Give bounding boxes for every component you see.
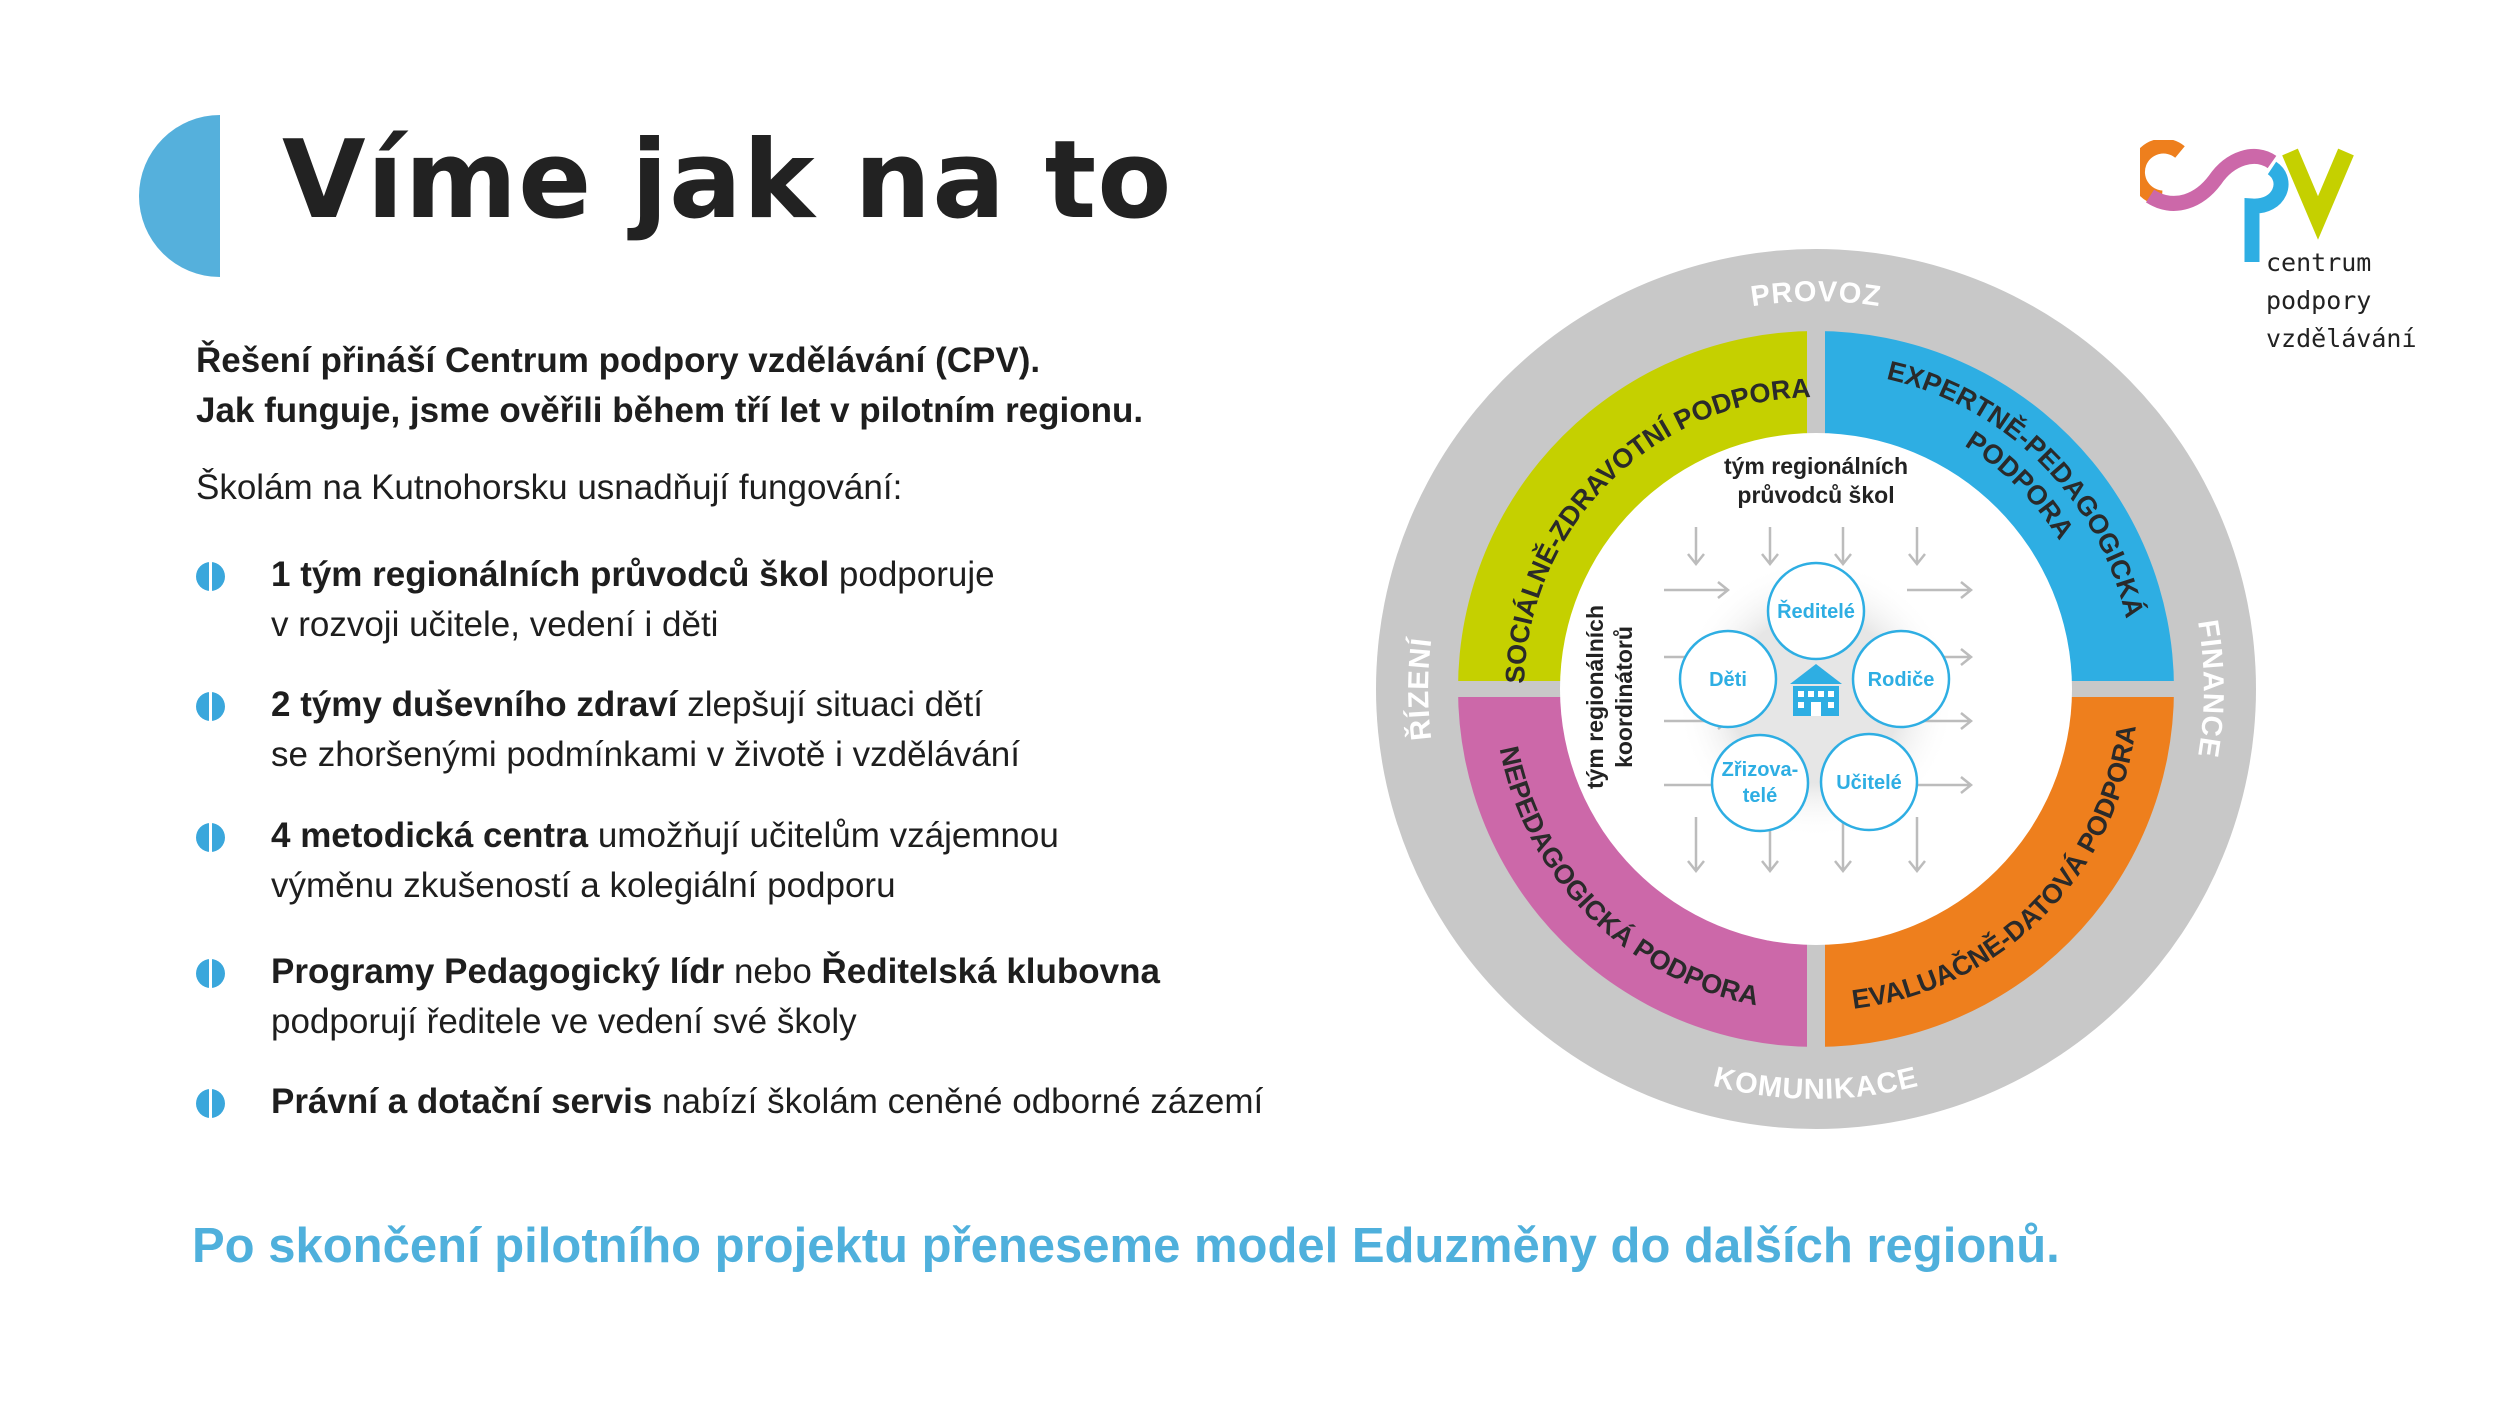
node-rodice xyxy=(1851,629,1951,729)
arrow-icon xyxy=(1908,527,1926,567)
ring-label-provoz: PROVOZ xyxy=(1749,276,1884,313)
node-label: Učitelé xyxy=(1836,772,1902,794)
arrow-icon xyxy=(1834,817,1852,874)
bullet-text: umožňují učitelům vzájemnou xyxy=(588,816,1059,855)
footer-statement: Po skončení pilotního projektu přeneseme… xyxy=(192,1219,2060,1273)
bullet-text: v rozvoji učitele, vedení i děti xyxy=(271,605,719,644)
arrow-icon xyxy=(1907,581,1974,599)
logo-line: centrum xyxy=(2266,248,2372,277)
node-zrizovatele xyxy=(1710,733,1810,833)
bullet-text: podporují ředitele ve vedení své školy xyxy=(271,1002,857,1041)
top-team-label: tým regionálních xyxy=(1724,453,1908,479)
arrow-icon xyxy=(1687,817,1705,874)
bullet-bold: 2 týmy duševního zdraví xyxy=(271,685,678,724)
list-item: 4 metodická centra umožňují učitelům vzá… xyxy=(196,811,1059,911)
bullet-text: zlepšují situaci dětí xyxy=(677,685,983,724)
node-ucitele xyxy=(1819,732,1919,832)
bullet-icon xyxy=(196,959,225,988)
intro-line: Jak funguje, jsme ověřili během tří let … xyxy=(196,391,1144,430)
bullet-icon xyxy=(196,562,225,591)
left-team-label: tým regionálních xyxy=(1582,605,1608,789)
node-label: Ředitelé xyxy=(1777,599,1855,623)
node-reditele xyxy=(1766,561,1866,661)
list-item: Programy Pedagogický lídr nebo Ředitelsk… xyxy=(196,947,1160,1047)
left-team-label: koordinátorů xyxy=(1611,626,1637,768)
node-deti xyxy=(1678,629,1778,729)
bullet-bold: Ředitelská klubovna xyxy=(821,952,1160,991)
logo-line: podpory xyxy=(2266,286,2372,315)
bullet-icon xyxy=(196,692,225,721)
bullet-bold: 1 tým regionálních průvodců škol xyxy=(271,555,830,594)
cpv-logo xyxy=(2140,140,2354,262)
bullet-bold: 4 metodická centra xyxy=(271,816,589,855)
bullet-text: se zhoršenými podmínkami v životě i vzdě… xyxy=(271,735,1020,774)
logo-c-shape xyxy=(2140,140,2185,206)
intro-text: Řešení přináší Centrum podpory vzděláván… xyxy=(196,336,1143,436)
lead-text: Školám na Kutnohorsku usnadňují fungován… xyxy=(196,468,903,507)
logo-text: centrum podpory vzdělávání xyxy=(2266,244,2417,358)
list-item: 1 tým regionálních průvodců škol podporu… xyxy=(196,550,995,650)
intro-line: Řešení přináší Centrum podpory vzděláván… xyxy=(196,341,1041,380)
bullet-text: nebo xyxy=(724,952,822,991)
logo-line: vzdělávání xyxy=(2266,324,2417,353)
page-title: Víme jak na to xyxy=(282,118,1173,243)
bullet-text: nabízí školám ceněné odborné zázemí xyxy=(652,1082,1264,1121)
ring-label-finance: FINANCE xyxy=(2191,618,2229,761)
arrow-icon xyxy=(1761,527,1779,567)
node-label: Zřizova- xyxy=(1722,759,1799,781)
bullet-bold: Právní a dotační servis xyxy=(271,1082,653,1121)
flow-arrows xyxy=(1664,527,1974,874)
arrow-icon xyxy=(1664,581,1731,599)
node-label: Rodiče xyxy=(1868,669,1935,691)
ring-label-rizeni: ŘÍZENÍ xyxy=(1402,636,1439,743)
bullet-text: podporuje xyxy=(829,555,995,594)
list-item: 2 týmy duševního zdraví zlepšují situaci… xyxy=(196,680,1020,780)
bullet-text: výměnu zkušeností a kolegiální podporu xyxy=(271,866,896,905)
support-model-diagram: PROVOZ FINANCE KOMUNIKACE ŘÍZENÍ SOCIÁLN… xyxy=(1376,249,2256,1129)
bullet-bold: Programy Pedagogický lídr xyxy=(271,952,725,991)
node-label: telé xyxy=(1743,785,1777,807)
bullet-icon xyxy=(196,823,225,852)
arrow-icon xyxy=(1908,817,1926,874)
top-team-label: průvodců škol xyxy=(1737,482,1894,508)
logo-wave-shape xyxy=(2145,148,2277,211)
bullet-icon xyxy=(196,1089,225,1118)
arrow-icon xyxy=(1834,527,1852,567)
title-accent-shape xyxy=(139,115,220,277)
node-label: Děti xyxy=(1709,669,1747,691)
school-building-icon xyxy=(1790,664,1842,716)
list-item: Právní a dotační servis nabízí školám ce… xyxy=(196,1077,1263,1127)
arrow-icon xyxy=(1687,527,1705,567)
logo-p-shape xyxy=(2244,161,2289,262)
logo-v-shape xyxy=(2282,148,2354,240)
